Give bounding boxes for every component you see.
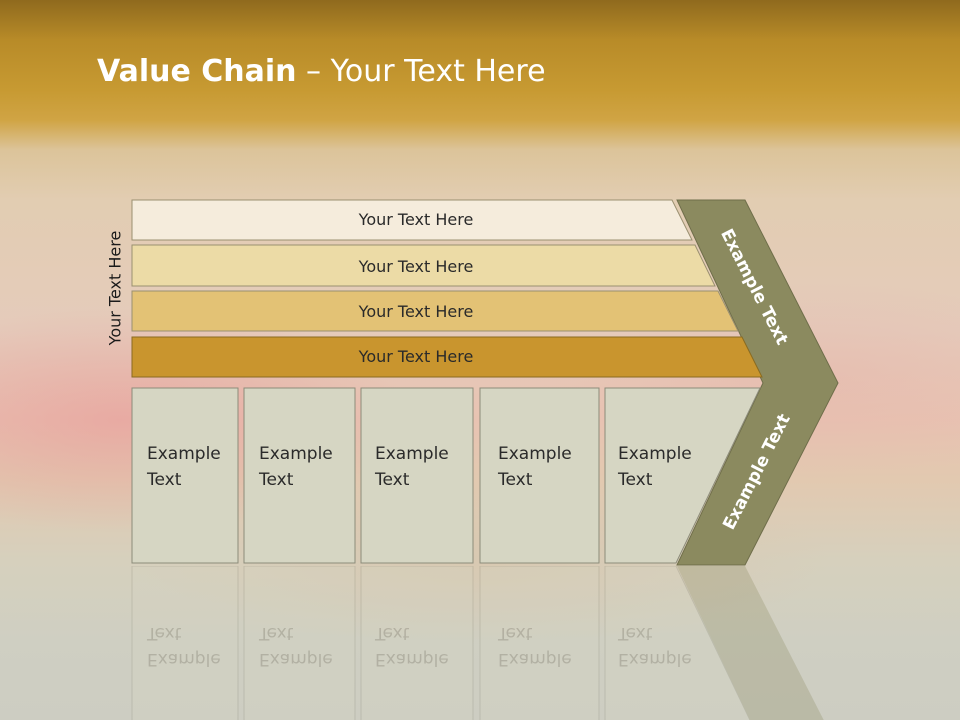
support-bar-1-label: Your Text Here bbox=[358, 210, 474, 229]
primary-box-4 bbox=[479, 387, 600, 564]
support-bar-3-label: Your Text Here bbox=[358, 302, 474, 321]
support-bar-2-label: Your Text Here bbox=[358, 257, 474, 276]
primary-box-3-line2: Text bbox=[374, 470, 410, 490]
primary-box-1-line2: Text bbox=[146, 470, 182, 490]
support-bar-1 bbox=[131, 199, 693, 241]
primary-box-4-line2: Text bbox=[497, 470, 533, 490]
primary-box-1-line1: Example bbox=[147, 444, 221, 464]
primary-box-3 bbox=[360, 387, 474, 564]
support-bar-4-label: Your Text Here bbox=[358, 347, 474, 366]
support-bar-3 bbox=[131, 290, 739, 332]
margin-chevron bbox=[676, 199, 839, 566]
slide-title: Value Chain – Your Text Here bbox=[97, 54, 546, 89]
primary-box-2-line2: Text bbox=[258, 470, 294, 490]
primary-box-2 bbox=[243, 387, 356, 564]
title-bold: Value Chain bbox=[97, 54, 297, 89]
title-rest: – Your Text Here bbox=[296, 54, 546, 89]
primary-box-5-line1: Example bbox=[618, 444, 692, 464]
support-bar-2 bbox=[131, 244, 716, 287]
support-bar-4 bbox=[131, 336, 763, 378]
primary-box-1 bbox=[131, 387, 239, 564]
primary-box-4-line1: Example bbox=[498, 444, 572, 464]
primary-box-3-line1: Example bbox=[375, 444, 449, 464]
primary-box-5-line2: Text bbox=[617, 470, 653, 490]
primary-box-2-line1: Example bbox=[259, 444, 333, 464]
primary-box-5 bbox=[604, 387, 761, 564]
